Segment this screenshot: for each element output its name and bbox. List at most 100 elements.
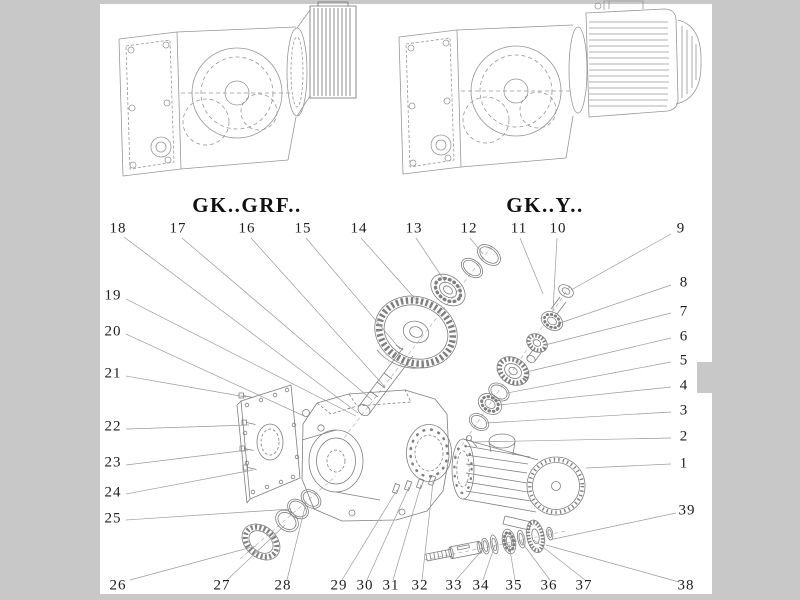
callout-29: 29: [330, 577, 348, 594]
leader-lines: [123, 233, 680, 583]
callout-8: 8: [679, 274, 689, 291]
callout-12: 12: [460, 220, 478, 237]
output-bearing: [501, 528, 517, 555]
eyebolt: [594, 2, 602, 10]
leader-line: [469, 237, 484, 255]
leader-line: [181, 237, 373, 401]
leader-line: [125, 469, 254, 495]
fan-cover: [675, 19, 702, 105]
callout-26: 26: [109, 577, 127, 594]
scan-artifact-patch: [697, 362, 746, 393]
callout-39: 39: [678, 502, 696, 519]
leader-line: [415, 237, 447, 284]
leader-line: [533, 539, 586, 581]
input-adapter-fins: [309, 1, 357, 99]
stud: [428, 475, 437, 486]
callout-21: 21: [104, 365, 122, 382]
leader-line: [226, 524, 286, 581]
leader-line: [125, 298, 357, 417]
drawing-housing: [301, 389, 452, 522]
leader-line: [570, 233, 672, 291]
leader-line: [559, 284, 672, 324]
leader-line: [506, 361, 672, 394]
end-cap: [546, 526, 554, 541]
drawing-gearbox-y: [398, 0, 702, 175]
leader-line: [125, 424, 250, 430]
model-title-grf: GK..GRF..: [192, 193, 302, 217]
spacer: [517, 529, 526, 549]
leader-line: [482, 544, 496, 581]
callout-24: 24: [104, 484, 122, 501]
callout-25: 25: [104, 510, 122, 527]
callout-5: 5: [679, 352, 689, 369]
drawing-cover-plate: [236, 384, 301, 504]
terminal-box: [603, 0, 644, 10]
callout-3: 3: [679, 402, 689, 419]
drawing-output-shaft-assembly: [425, 519, 554, 562]
callout-13: 13: [405, 220, 423, 237]
callout-16: 16: [238, 220, 256, 237]
motor-mounting-flange: [406, 424, 452, 482]
callout-38: 38: [677, 577, 695, 594]
shim-ring: [460, 257, 484, 279]
screw: [241, 419, 256, 426]
helical-gear: [374, 295, 458, 369]
callout-15: 15: [294, 220, 312, 237]
callout-34: 34: [472, 577, 490, 594]
bevel-gear: [496, 356, 530, 386]
seal-ring: [468, 413, 490, 431]
leader-line: [125, 508, 292, 521]
leader-line: [392, 484, 422, 581]
seal-ring: [300, 489, 322, 509]
leader-line: [544, 312, 672, 346]
spacer-ring: [488, 382, 510, 402]
leader-line: [125, 333, 305, 417]
screw: [242, 464, 257, 471]
drawing-upper-gear-assembly: [357, 244, 501, 417]
snap-ring: [477, 244, 501, 266]
vent-plug: [302, 409, 310, 417]
motor-assembled: [585, 0, 702, 118]
leader-line: [545, 544, 680, 583]
callout-22: 22: [104, 418, 122, 435]
leader-line: [519, 237, 544, 295]
washer: [558, 284, 574, 298]
leader-line: [366, 486, 410, 581]
callout-11: 11: [510, 220, 528, 237]
shaft-key: [456, 544, 470, 551]
drawing-ring-cluster: [241, 489, 322, 561]
callout-20: 20: [104, 323, 122, 340]
leader-line: [341, 489, 398, 581]
ball-bearing-small: [540, 311, 564, 331]
callout-18: 18: [109, 220, 127, 237]
callout-17: 17: [169, 220, 187, 237]
stud: [392, 483, 401, 494]
callout-35: 35: [505, 577, 523, 594]
callout-10: 10: [549, 220, 567, 237]
bevel-pinion: [526, 333, 548, 353]
leader-line: [508, 543, 516, 581]
callout-36: 36: [540, 577, 558, 594]
housing-bore: [308, 429, 364, 493]
motor-fan-cover: [526, 456, 586, 516]
ball-bearing: [430, 273, 466, 307]
leader-line: [125, 449, 249, 466]
drawing-mounting-studs: [392, 475, 437, 494]
leader-line: [520, 540, 551, 581]
leader-line: [548, 512, 677, 541]
ring: [481, 537, 490, 555]
leader-line: [585, 463, 672, 469]
callout-14: 14: [350, 220, 368, 237]
leader-line: [360, 237, 420, 304]
diagram-art: [118, 0, 702, 583]
callout-4: 4: [679, 377, 689, 394]
callout-27: 27: [213, 577, 231, 594]
stud: [416, 478, 425, 489]
leader-line: [286, 502, 307, 581]
leader-line: [498, 386, 672, 406]
leader-line: [455, 547, 485, 581]
leader-line: [123, 236, 359, 414]
drawing-motor-exploded: [451, 433, 586, 531]
